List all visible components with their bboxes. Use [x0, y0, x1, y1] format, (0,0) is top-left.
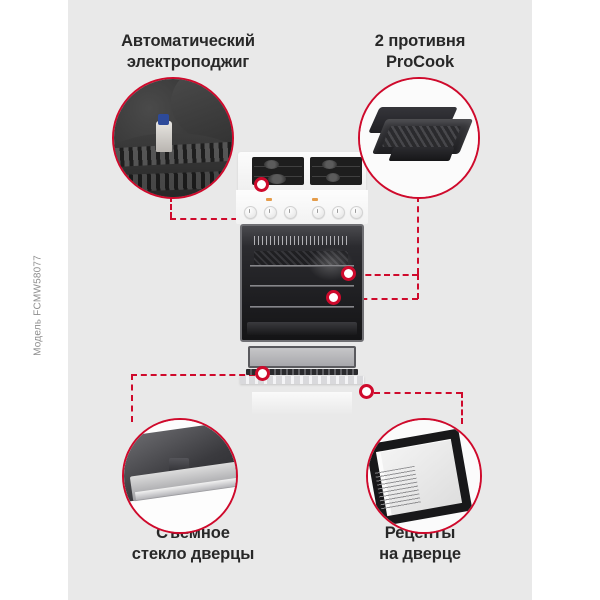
- connector-procook-drop: [417, 274, 419, 299]
- control-knob-5[interactable]: [332, 206, 345, 219]
- oven-rack-3: [250, 305, 354, 308]
- door-vent-strip: [246, 369, 358, 375]
- cooktop: [238, 152, 366, 190]
- oven-rack-2: [250, 285, 354, 288]
- control-knob-1[interactable]: [244, 206, 257, 219]
- baking-tray-lower: [388, 147, 455, 162]
- callout-caption-procook-trays: 2 противня ProCook: [374, 32, 466, 72]
- connector-glass-horizontal: [131, 374, 255, 376]
- marker-glass[interactable]: [255, 366, 270, 381]
- control-knob-2[interactable]: [264, 206, 277, 219]
- control-panel: [236, 190, 368, 224]
- appliance-base: [252, 392, 352, 414]
- oven-cavity: [240, 224, 364, 342]
- door-glass-panel: [248, 346, 356, 368]
- tray-textured-surface: [381, 126, 462, 148]
- model-label: Модель FCMW58077: [32, 255, 44, 356]
- door-recipes-photo: [368, 420, 480, 532]
- gas-burner-rear-left: [264, 160, 279, 169]
- printed-recipe-text: [375, 466, 422, 511]
- connector-glass-vertical: [131, 374, 133, 422]
- marker-recipes[interactable]: [359, 384, 374, 399]
- control-knob-4[interactable]: [312, 206, 325, 219]
- callout-bubble-auto-ignition[interactable]: [112, 77, 234, 199]
- oven-upper-tray: [254, 251, 348, 268]
- igniter-spark-tip: [157, 114, 170, 125]
- marker-tray-upper[interactable]: [341, 266, 356, 281]
- callout-bubble-procook-trays[interactable]: [358, 77, 480, 199]
- callout-bubble-removable-glass[interactable]: [122, 418, 238, 534]
- spark-igniter-electrode: [156, 121, 172, 153]
- gas-burner-rear-right: [322, 160, 337, 169]
- control-knob-6[interactable]: [350, 206, 363, 219]
- callout-bubble-recipes-on-door[interactable]: [366, 418, 482, 534]
- oven-top-heating-element: [254, 236, 350, 246]
- connector-auto-ignition-vertical: [170, 196, 172, 218]
- oven-floor: [246, 321, 358, 336]
- product-image-gas-range: [232, 152, 372, 420]
- gas-burner-front-left: [268, 174, 286, 184]
- baking-trays-photo: [360, 79, 478, 197]
- oven-door-open: [234, 344, 370, 386]
- connector-procook-lower: [341, 298, 418, 300]
- marker-ignition[interactable]: [254, 177, 269, 192]
- connector-procook-upper: [356, 274, 418, 276]
- connector-recipes-horizontal: [374, 392, 462, 394]
- connector-recipes-vertical: [461, 392, 463, 424]
- connector-procook-vertical: [417, 196, 419, 274]
- door-front-lip: [240, 376, 364, 384]
- oven-rack-1: [250, 264, 354, 267]
- callout-caption-auto-ignition: Автоматический электроподжиг: [121, 32, 255, 72]
- brand-wordmark: [280, 218, 326, 222]
- marker-tray-lower[interactable]: [326, 290, 341, 305]
- burner-igniter-photo: [114, 79, 232, 197]
- door-glass-photo: [124, 420, 236, 532]
- control-knob-3[interactable]: [284, 206, 297, 219]
- connector-auto-ignition-horizontal: [170, 218, 268, 220]
- gas-burner-front-right: [326, 173, 340, 182]
